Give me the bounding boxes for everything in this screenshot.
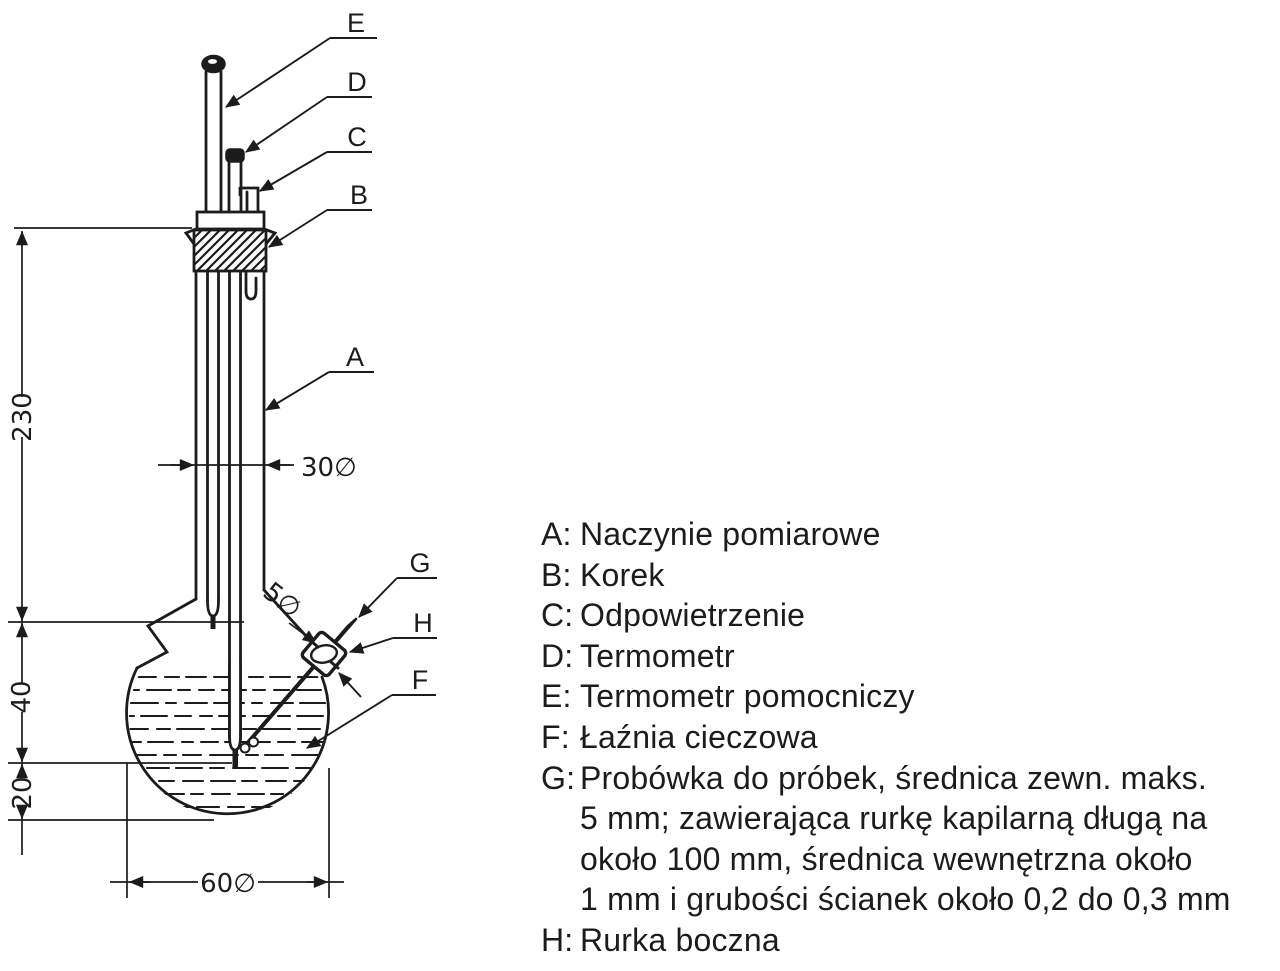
- label-f-leader: [305, 694, 393, 749]
- cork-cap: [195, 210, 266, 231]
- dim-230: 230: [8, 392, 38, 442]
- neck-left-spur: [135, 597, 198, 670]
- legend-text-g-line4: 1 mm i grubości ścianek około 0,2 do 0,3…: [580, 881, 1231, 918]
- legend-text-d: Termometr: [580, 637, 735, 674]
- part-letters: E D C B A G H F: [346, 8, 433, 695]
- thermometer-cap: [225, 148, 245, 163]
- legend-item-b: B: Korek: [541, 555, 1271, 596]
- vent-tube: [238, 186, 260, 301]
- label-a-leader: [264, 371, 330, 411]
- legend-text-g-line1: Probówka do próbek, średnica zewn. maks.: [580, 759, 1207, 796]
- sample-tube: [239, 617, 358, 754]
- thermometer-lower: [228, 662, 242, 767]
- part-label-c: C: [347, 122, 367, 152]
- measuring-vessel: [135, 269, 309, 670]
- label-c-leader: [258, 151, 328, 192]
- legend-text-h: Rurka boczna: [580, 921, 780, 958]
- legend-text-g: Probówka do próbek, średnica zewn. maks.…: [580, 758, 1271, 920]
- legend-key-d: D:: [541, 637, 574, 674]
- legend-item-f: F: Łaźnia cieczowa: [541, 717, 1271, 758]
- legend-text-f: Łaźnia cieczowa: [580, 718, 818, 755]
- legend: A: Naczynie pomiarowe B: Korek C: Odpowi…: [541, 514, 1271, 961]
- legend-text-g-line3: około 100 mm, średnica wewnętrzna około: [580, 840, 1193, 877]
- dim-20: 20: [8, 776, 38, 809]
- legend-item-e: E: Termometr pomocniczy: [541, 676, 1271, 717]
- legend-item-c: C: Odpowietrzenie: [541, 595, 1271, 636]
- part-label-f: F: [412, 665, 429, 695]
- label-g-leader: [358, 577, 398, 618]
- neck-right: [262, 588, 309, 639]
- part-label-d: D: [347, 67, 367, 97]
- part-label-g: G: [409, 548, 430, 578]
- legend-text-c: Odpowietrzenie: [580, 597, 806, 634]
- label-leaders: [225, 37, 437, 749]
- legend-key-e: E:: [541, 678, 572, 715]
- capillary-tube: [248, 736, 259, 748]
- dim-40: 40: [7, 680, 37, 713]
- dim-60: 60∅: [200, 869, 256, 899]
- part-label-a: A: [346, 342, 364, 372]
- label-e-leader: [225, 37, 331, 108]
- legend-text-b: Korek: [580, 556, 665, 593]
- dimension-lines: [8, 227, 344, 898]
- legend-item-a: A: Naczynie pomiarowe: [541, 514, 1271, 555]
- legend-key-a: A:: [541, 516, 572, 552]
- legend-key-g: G:: [541, 759, 576, 796]
- side-tube-collar: [300, 630, 348, 678]
- dimension-texts: 230 40 20 30∅ 60∅ 5∅: [7, 392, 357, 899]
- legend-key-c: C:: [541, 597, 574, 634]
- dim-30: 30∅: [301, 453, 357, 483]
- label-d-leader: [245, 96, 328, 153]
- vent-hook: [244, 270, 258, 301]
- legend-key-b: B:: [541, 556, 572, 593]
- capillary-tube: [239, 742, 251, 754]
- legend-text-g-line2: 5 mm; zawierająca rurkę kapilarną długą …: [580, 800, 1208, 837]
- cork: [183, 210, 278, 273]
- legend-item-g: G: Probówka do próbek, średnica zewn. ma…: [541, 758, 1271, 920]
- legend-key-f: F:: [541, 718, 570, 755]
- cork-hatching: [194, 230, 266, 271]
- label-h-leader: [348, 637, 394, 654]
- legend-text-a: Naczynie pomiarowe: [580, 516, 881, 552]
- auxiliary-thermometer: [201, 54, 226, 629]
- aux-thermometer-knob: [201, 54, 226, 74]
- part-label-h: H: [413, 608, 433, 638]
- apparatus: [125, 54, 358, 816]
- part-label-b: B: [350, 180, 368, 210]
- legend-item-d: D: Termometr: [541, 636, 1271, 677]
- label-b-leader: [267, 209, 328, 248]
- apparatus-diagram: 230 40 20 30∅ 60∅ 5∅: [7, 8, 437, 899]
- label-h-leader-2: [338, 672, 362, 698]
- legend-key-h: H:: [541, 921, 574, 958]
- legend-item-h: H: Rurka boczna: [541, 920, 1271, 961]
- legend-text-e: Termometr pomocniczy: [580, 678, 915, 715]
- part-label-e: E: [347, 8, 365, 38]
